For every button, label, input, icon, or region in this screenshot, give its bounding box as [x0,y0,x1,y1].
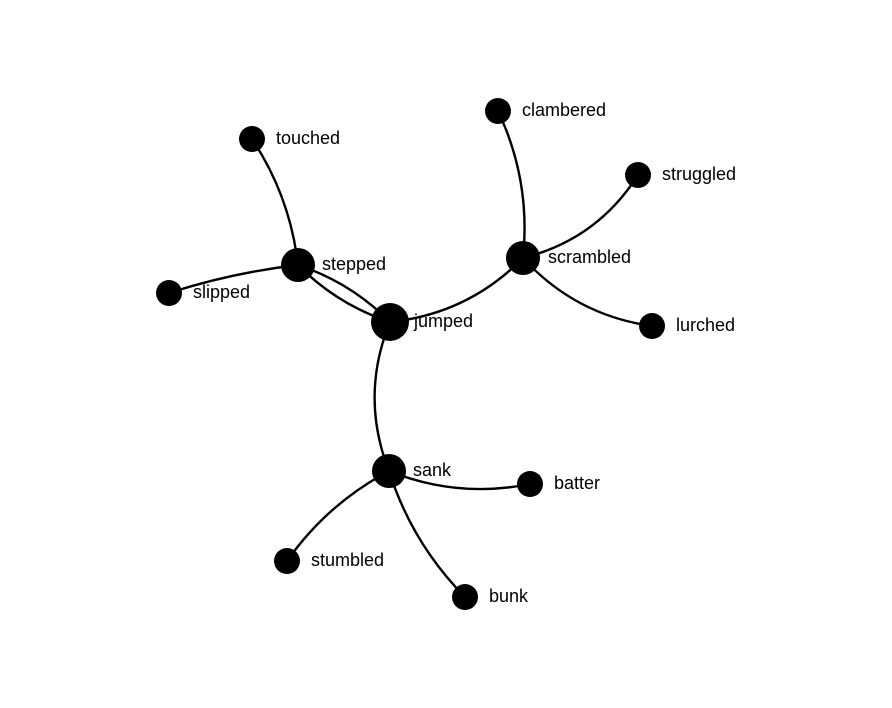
label-batter: batter [554,473,600,493]
edge-scrambled-clambered [496,110,526,259]
node-touched[interactable] [239,126,265,152]
label-layer: jumped stepped scrambled sank touched slipped… [193,100,736,606]
node-layer [156,98,665,610]
label-sank: sank [413,460,452,480]
edge-sank-batter [388,469,531,491]
edge-sank-bunk [387,470,466,598]
node-scrambled[interactable] [506,241,540,275]
node-stepped[interactable] [281,248,315,282]
node-clambered[interactable] [485,98,511,124]
node-stumbled[interactable] [274,548,300,574]
edge-stepped-touched [250,138,300,266]
label-struggled: struggled [662,164,736,184]
node-struggled[interactable] [625,162,651,188]
node-batter[interactable] [517,471,543,497]
label-slipped: slipped [193,282,250,302]
label-lurched: lurched [676,315,735,335]
node-sank[interactable] [372,454,406,488]
label-scrambled: scrambled [548,247,631,267]
node-lurched[interactable] [639,313,665,339]
label-stepped: stepped [322,254,386,274]
label-jumped: jumped [413,311,473,331]
label-touched: touched [276,128,340,148]
edge-scrambled-lurched [522,257,653,328]
label-bunk: bunk [489,586,529,606]
label-stumbled: stumbled [311,550,384,570]
node-jumped[interactable] [371,303,409,341]
node-slipped[interactable] [156,280,182,306]
node-bunk[interactable] [452,584,478,610]
edge-scrambled-struggled [522,174,640,260]
edge-sank-stumbled [286,469,390,562]
label-clambered: clambered [522,100,606,120]
edge-jumped-sank [373,321,392,472]
edge-layer [168,110,653,598]
